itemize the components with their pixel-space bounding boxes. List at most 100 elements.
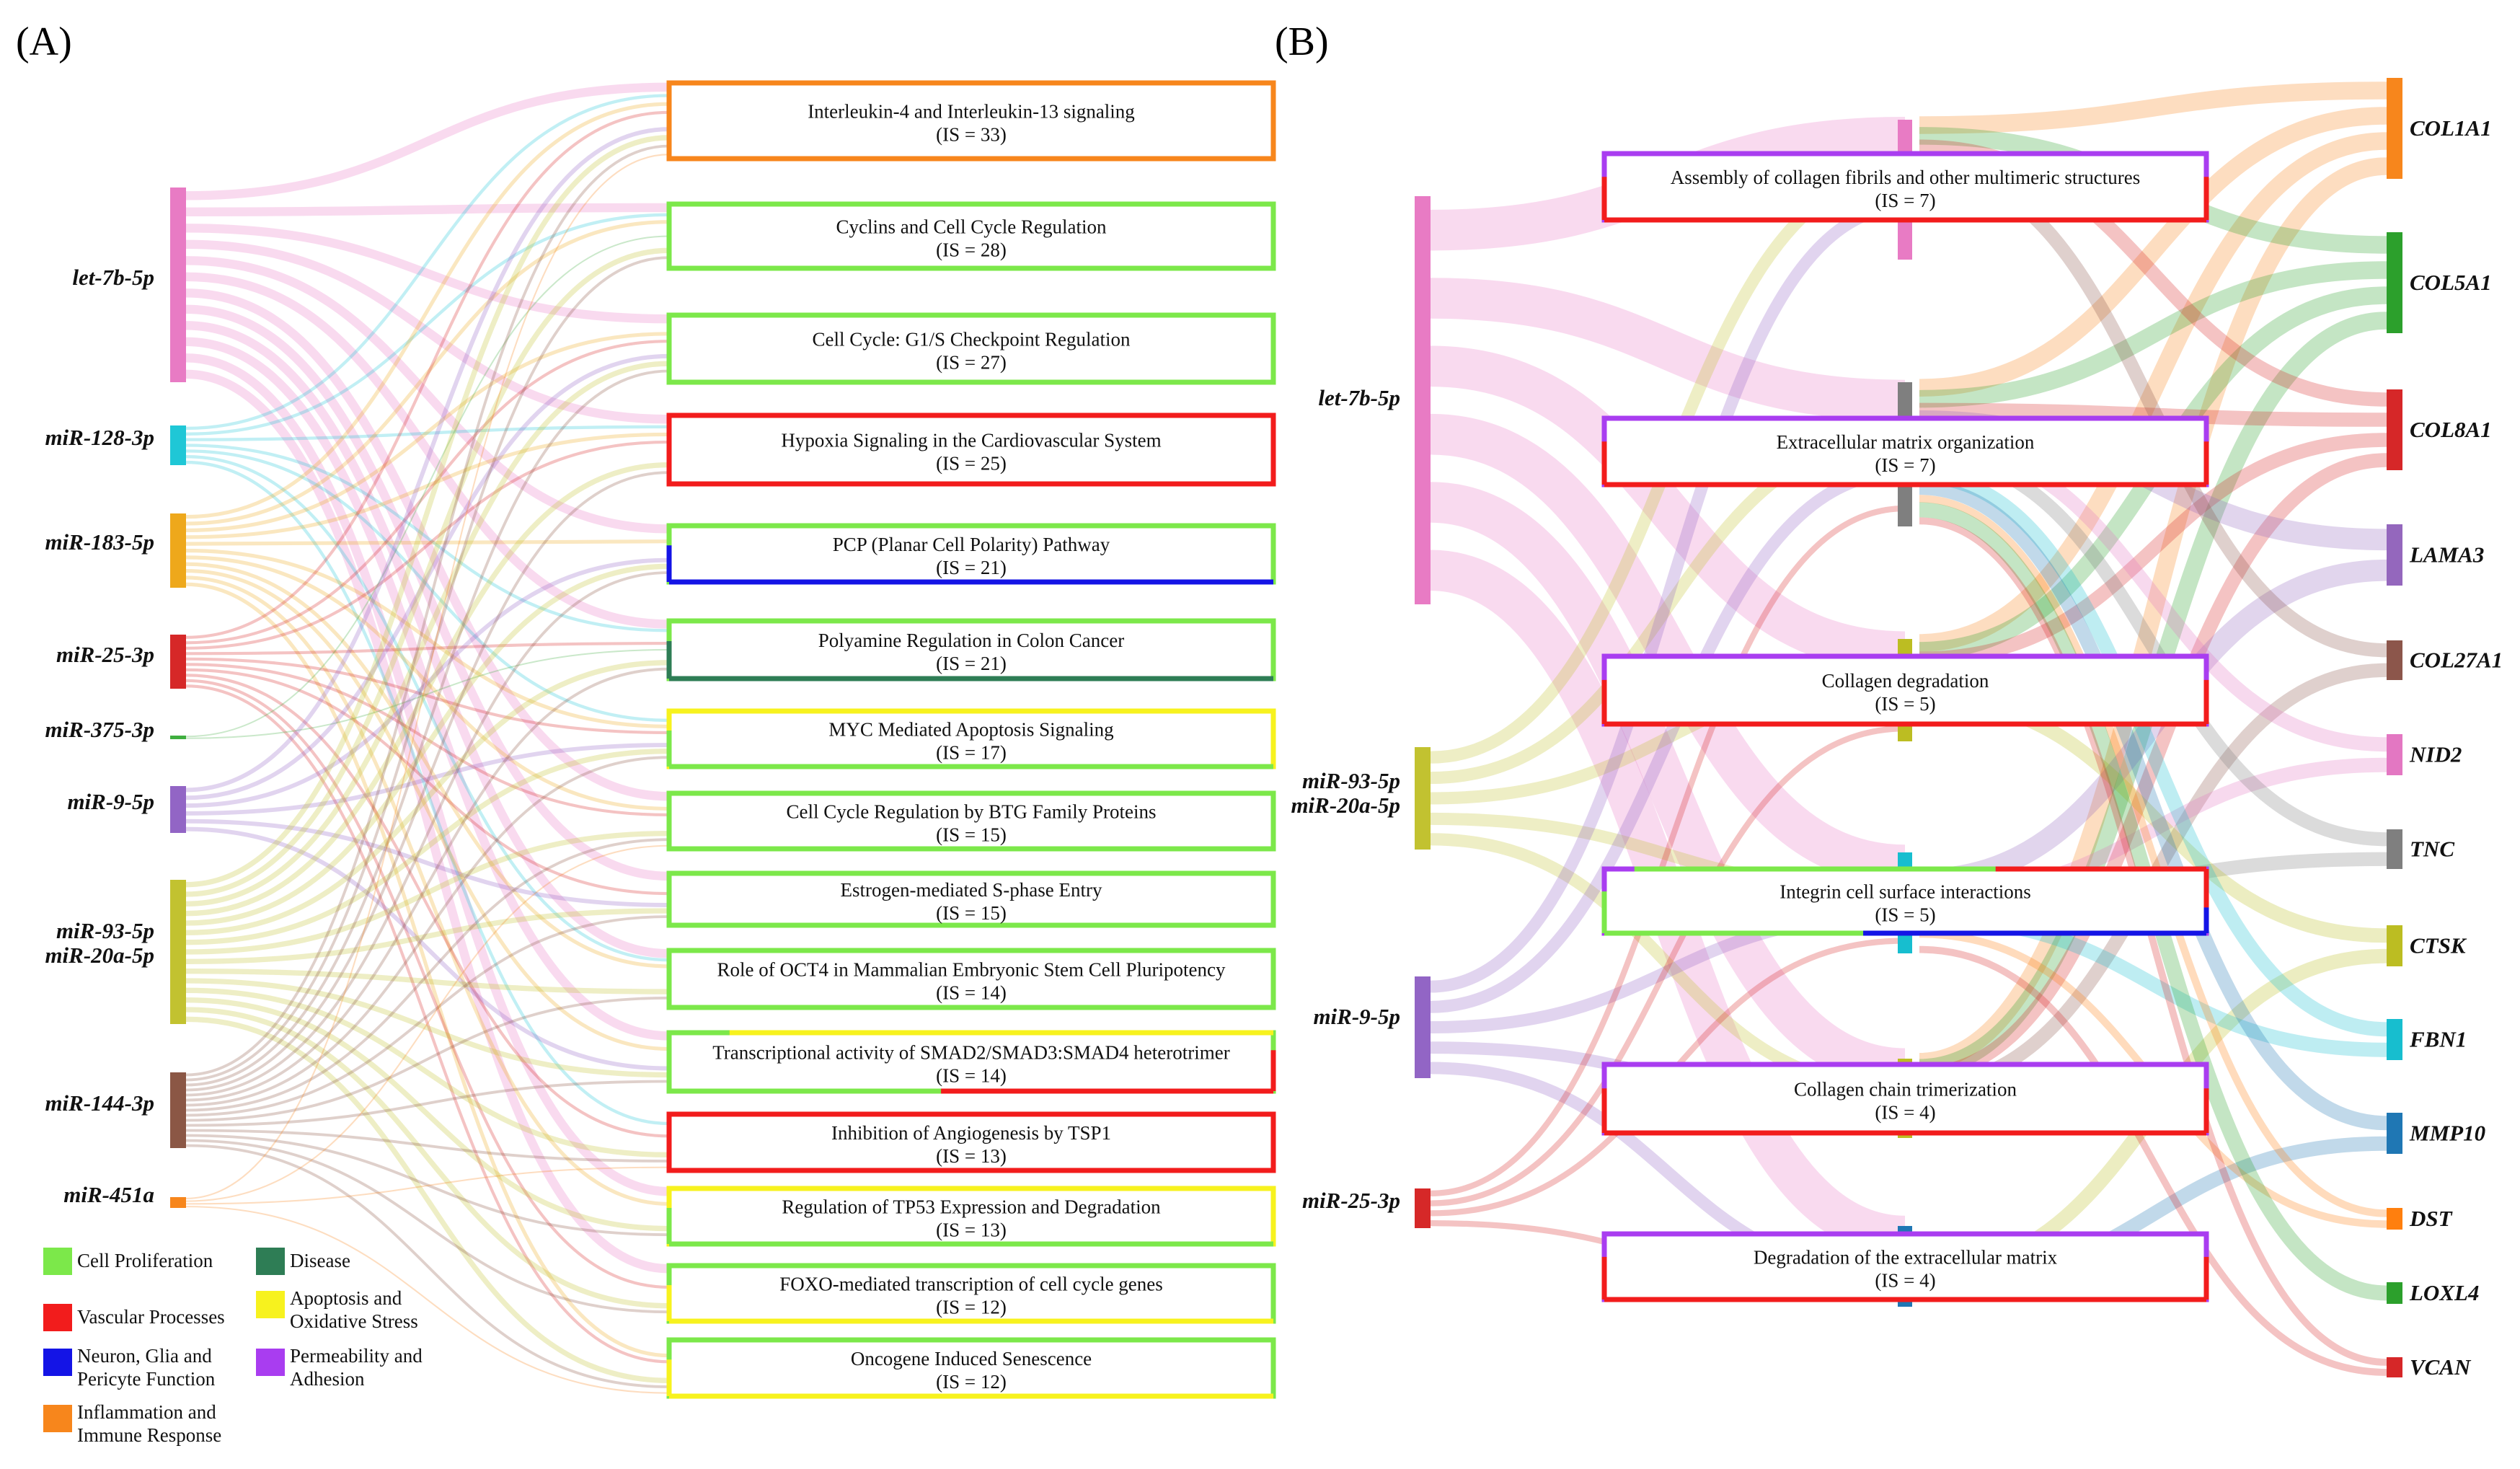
flow-b-gene <box>1919 469 2387 1037</box>
flow-a <box>185 660 670 935</box>
pathway-title: PCP (Planar Cell Polarity) Pathway <box>833 534 1110 555</box>
pathway-is: (IS = 5) <box>1875 693 1935 715</box>
gene-label: COL1A1 <box>2410 115 2492 141</box>
flow-a <box>185 256 670 1082</box>
flow-a <box>185 684 670 1364</box>
flow-a <box>185 213 670 436</box>
flow-a <box>185 582 670 1358</box>
flow-a <box>185 844 670 1202</box>
flow-a <box>185 425 670 441</box>
pathway-box: Interleukin-4 and Interleukin-13 signali… <box>666 80 1276 162</box>
pathway-box: Cell Cycle Regulation by BTG Family Prot… <box>666 790 1276 852</box>
flow-a <box>185 642 670 656</box>
pathway-box: Collagen degradation(IS = 5) <box>1601 653 2209 727</box>
pathway-box: Assembly of collagen fibrils and other m… <box>1601 151 2209 223</box>
flow-b-mirna <box>1430 466 1906 1013</box>
flow-a <box>185 575 670 1206</box>
flow-b-mirna <box>1430 413 1906 886</box>
mirna-label: let-7b-5p <box>1318 385 1400 410</box>
flow-a <box>185 1007 670 1309</box>
flow-a <box>185 555 670 811</box>
pathway-title: MYC Mediated Apoptosis Signaling <box>828 719 1113 741</box>
mirna-bar <box>1415 747 1431 850</box>
flow-a <box>185 353 670 1196</box>
flow-a <box>185 361 670 906</box>
mirna-bar <box>170 513 186 588</box>
mirna-label: miR-144-3p <box>45 1090 154 1116</box>
flow-a <box>185 455 670 962</box>
pathway-is: (IS = 28) <box>936 239 1007 261</box>
pathway-box: Inhibition of Angiogenesis by TSP1(IS = … <box>666 1111 1276 1173</box>
flow-a <box>185 203 670 216</box>
gene-label: NID2 <box>2409 742 2462 767</box>
pathway-is: (IS = 12) <box>936 1297 1007 1318</box>
gene-bar <box>2387 524 2402 586</box>
gene-bar <box>2387 1113 2402 1154</box>
mirna-label: miR-451a <box>63 1182 154 1207</box>
pathway-box: Integrin cell surface interactions(IS = … <box>1601 866 2209 936</box>
pathway-box: Degradation of the extracellular matrix(… <box>1601 1231 2209 1302</box>
mirna-label: miR-183-5p <box>45 529 154 555</box>
flow-a <box>185 569 670 1051</box>
legend-swatch <box>43 1349 72 1376</box>
flow-b-mirna <box>1430 278 1906 421</box>
gene-bar <box>2387 1019 2402 1060</box>
pathway-title: Cell Cycle Regulation by BTG Family Prot… <box>787 801 1157 823</box>
pathway-box-border <box>666 523 1276 585</box>
flow-a <box>185 82 670 200</box>
flow-b-mirna <box>1430 725 1906 1206</box>
mirna-label: let-7b-5p <box>72 265 154 290</box>
flow-a <box>185 247 670 897</box>
gene-label: DST <box>2409 1206 2453 1231</box>
pathway-box-border <box>666 1263 1276 1324</box>
flow-b-mirna <box>1430 505 1906 1197</box>
flow-a <box>185 1144 670 1388</box>
pathway-is: (IS = 27) <box>936 352 1007 374</box>
flow-a <box>185 471 670 1092</box>
legend-item: Disease <box>256 1248 350 1275</box>
pathway-box: PCP (Planar Cell Polarity) Pathway(IS = … <box>666 523 1276 585</box>
pathway-box: FOXO-mediated transcription of cell cycl… <box>666 1263 1276 1324</box>
legend-swatch <box>43 1304 72 1331</box>
pathway-box: Polyamine Regulation in Colon Cancer(IS … <box>666 618 1276 681</box>
flow-a <box>185 830 670 955</box>
pathway-box: Cell Cycle: G1/S Checkpoint Regulation(I… <box>666 312 1276 385</box>
flow-a <box>185 220 670 526</box>
pathway-box: Transcriptional activity of SMAD2/SMAD3:… <box>666 1030 1276 1094</box>
gene-bar <box>2387 78 2402 179</box>
pathway-is: (IS = 14) <box>936 982 1007 1004</box>
flow-a <box>185 127 670 793</box>
flow-a <box>185 826 670 1071</box>
flow-b-gene <box>1919 453 2387 1081</box>
pathway-box-border <box>666 413 1276 487</box>
pathway-box-border <box>666 790 1276 852</box>
legend-swatch <box>43 1248 72 1275</box>
pathway-box-border <box>666 1111 1276 1173</box>
flow-a <box>185 321 670 958</box>
gene-label: LOXL4 <box>2409 1280 2479 1305</box>
flow-a <box>185 110 670 639</box>
flow-a <box>185 288 670 801</box>
flow-a <box>185 1016 670 1383</box>
flow-a <box>185 332 670 532</box>
flow-a <box>185 908 670 964</box>
flow-b-gene <box>1919 107 2387 397</box>
flow-a <box>185 548 670 728</box>
mirna-bar <box>1415 976 1431 1078</box>
flow-b-mirna <box>1430 345 1906 673</box>
flow-a <box>185 819 670 907</box>
mirna-label: miR-9-5p <box>1313 1004 1400 1029</box>
mirna-bar <box>170 188 186 382</box>
pathway-is: (IS = 5) <box>1875 904 1935 926</box>
legend-swatch <box>256 1291 285 1318</box>
flow-a <box>185 224 670 324</box>
legend-item: Cell Proliferation <box>43 1248 213 1275</box>
mirna-bar <box>1415 1188 1431 1228</box>
flow-a <box>185 304 670 881</box>
